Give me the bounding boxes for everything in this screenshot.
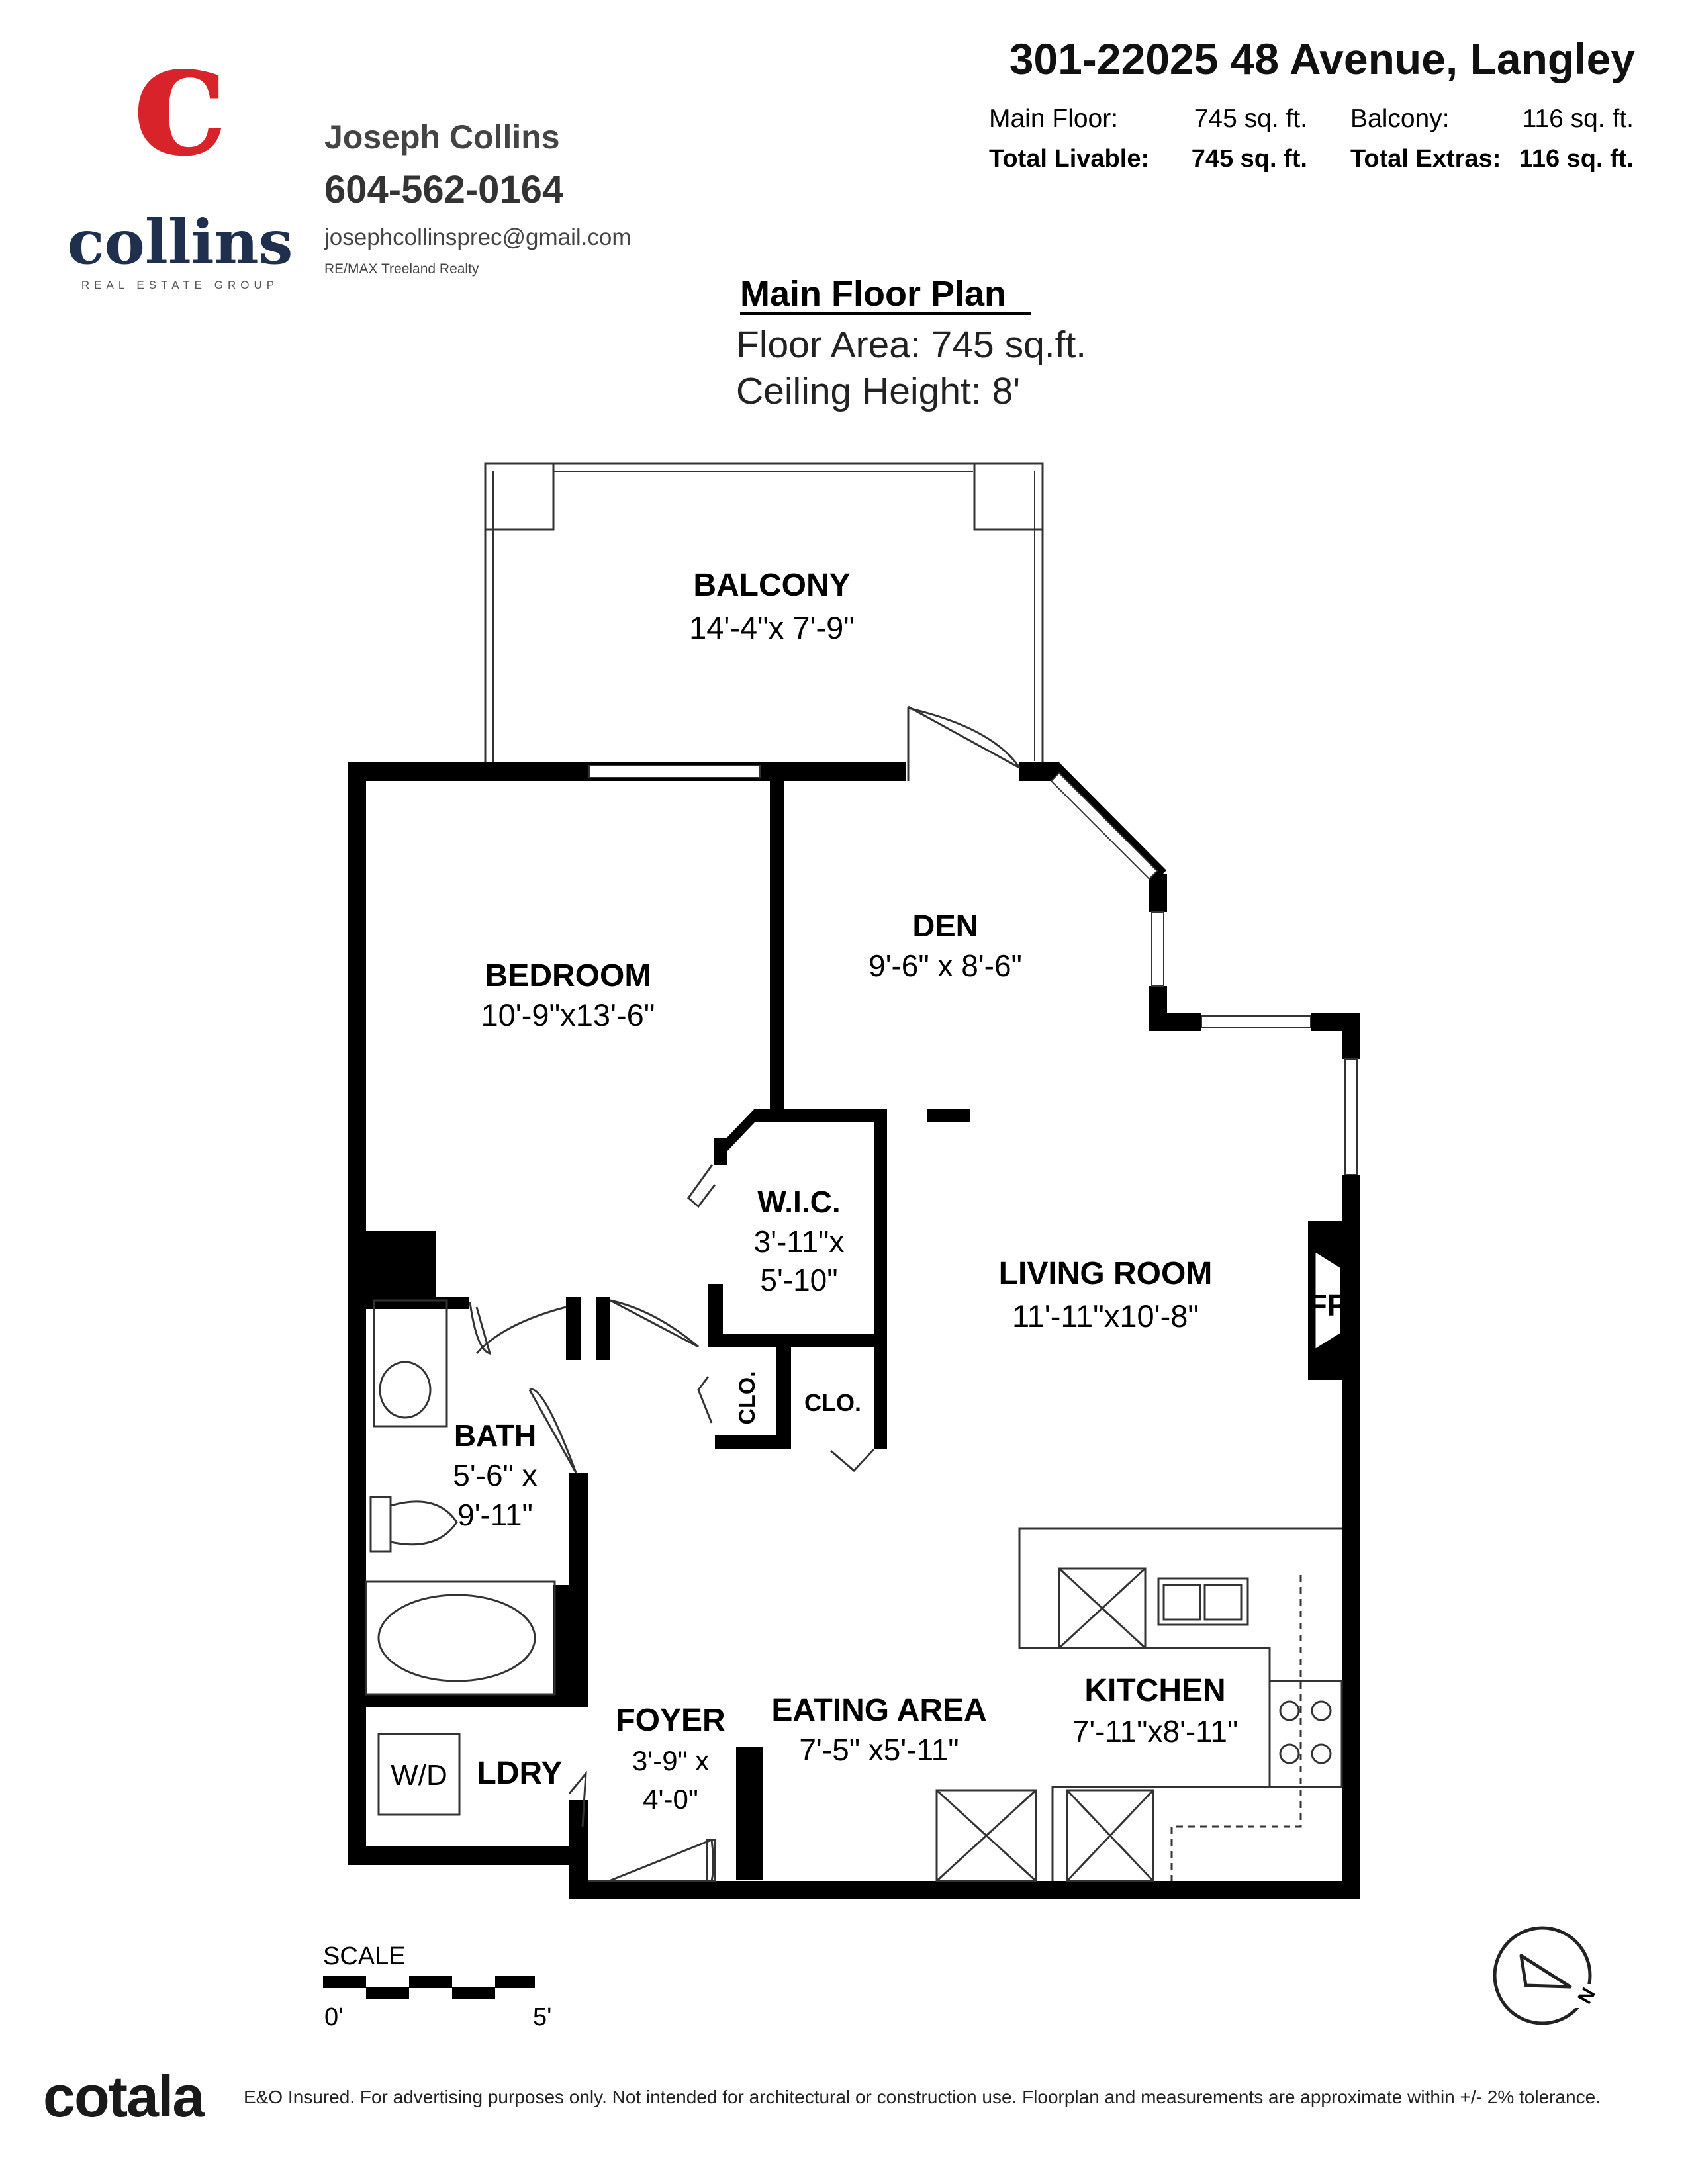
- living-room-name: LIVING ROOM: [999, 1256, 1213, 1291]
- main-floor-value: 745 sq. ft.: [1194, 105, 1307, 133]
- bath-dims-2: 9'-11": [457, 1498, 533, 1532]
- wic-dims-1: 3'-11"x: [754, 1224, 845, 1259]
- washer-dryer-label: W/D: [391, 1759, 447, 1792]
- interior-walls: [366, 778, 970, 1880]
- bedroom-name: BEDROOM: [485, 958, 651, 993]
- fridge: [1058, 1567, 1147, 1649]
- bath-dims-1: 5'-6" x: [453, 1458, 537, 1492]
- total-livable-value: 745 sq. ft.: [1192, 145, 1307, 173]
- scale-start: 0': [324, 2003, 343, 2031]
- fireplace-label: FP: [1309, 1288, 1348, 1322]
- plan-title: Main Floor Plan: [740, 274, 1006, 314]
- tub-basin: [377, 1594, 536, 1682]
- bath-fixtures: [365, 1299, 556, 1696]
- disclaimer: E&O Insured. For advertising purposes on…: [244, 2087, 1601, 2107]
- sink: [379, 1361, 432, 1419]
- exterior-walls: [348, 762, 1360, 1899]
- dishwasher: [1066, 1789, 1154, 1882]
- balcony-area-label: Balcony:: [1350, 105, 1450, 133]
- total-extras-label: Total Extras:: [1350, 145, 1501, 173]
- wic-name: W.I.C.: [757, 1185, 840, 1219]
- toilet-tank: [369, 1496, 392, 1553]
- foyer-dims-2: 4'-0": [643, 1784, 698, 1815]
- vanity: [373, 1299, 448, 1428]
- compass-ring: [1493, 1926, 1592, 2025]
- logo-tagline: REAL ESTATE GROUP: [81, 279, 279, 291]
- kitchen-fixtures: [935, 1527, 1343, 1882]
- logo-word: collins: [68, 206, 293, 278]
- windows: [588, 765, 1358, 1175]
- closet-label-2: CLO.: [804, 1389, 861, 1416]
- kitchen-name: KITCHEN: [1084, 1673, 1225, 1708]
- room-labels: BALCONY 14'-4"x 7'-9" DEN 9'-6" x 8'-6" …: [391, 568, 1347, 1815]
- floor-area: Floor Area: 745 sq.ft.: [736, 324, 1086, 366]
- agent-brokerage: RE/MAX Treeland Realty: [324, 261, 479, 277]
- toilet-bowl: [389, 1500, 458, 1546]
- scale-label: SCALE: [323, 1942, 406, 1970]
- total-extras-value: 116 sq. ft.: [1519, 145, 1634, 173]
- bath-name: BATH: [454, 1418, 536, 1453]
- doors: [469, 705, 1021, 1882]
- den-dims: 9'-6" x 8'-6": [868, 948, 1022, 983]
- floor-plan: BALCONY 14'-4"x 7'-9" DEN 9'-6" x 8'-6" …: [348, 462, 1360, 1899]
- scale-bar: SCALE 0' 5': [323, 1942, 551, 2031]
- kitchen-dims: 7'-11"x8'-11": [1072, 1714, 1239, 1749]
- bathtub: [365, 1580, 556, 1696]
- foyer-dims-1: 3'-9" x: [632, 1745, 709, 1776]
- living-room-dims: 11'-11"x10'-8": [1012, 1298, 1199, 1334]
- property-address: 301-22025 48 Avenue, Langley: [1009, 34, 1636, 83]
- agent-phone: 604-562-0164: [324, 168, 563, 211]
- cotala-logo: cotala: [43, 2064, 205, 2129]
- bedroom-dims: 10'-9"x13'-6": [481, 997, 655, 1032]
- eating-cabinet: [935, 1789, 1037, 1882]
- fireplace: [1308, 1221, 1342, 1380]
- total-livable-label: Total Livable:: [989, 145, 1149, 173]
- cooktop: [1268, 1680, 1343, 1788]
- washer-dryer: [377, 1733, 461, 1816]
- eating-area-name: EATING AREA: [771, 1693, 986, 1728]
- balcony-dims: 14'-4"x 7'-9": [689, 610, 855, 645]
- scale-end: 5': [533, 2003, 551, 2031]
- foyer-name: FOYER: [616, 1703, 725, 1738]
- balcony-outline: [484, 462, 1044, 762]
- agent-name: Joseph Collins: [324, 118, 560, 156]
- main-floor-label: Main Floor:: [989, 105, 1118, 133]
- double-sink: [1157, 1577, 1249, 1626]
- logo-letter: c: [132, 5, 228, 191]
- eating-area-dims: 7'-5" x5'-11": [799, 1733, 959, 1767]
- closet-label-1: CLO.: [735, 1371, 760, 1424]
- balcony-area-value: 116 sq. ft.: [1523, 105, 1634, 133]
- ceiling-height: Ceiling Height: 8': [736, 370, 1020, 412]
- wic-dims-2: 5'-10": [760, 1263, 837, 1297]
- agent-email: josephcollinsprec@gmail.com: [324, 224, 632, 250]
- compass: N: [1493, 1926, 1600, 2025]
- north-arrow-icon: [1519, 1954, 1572, 1989]
- brand-logo: c collins REAL ESTATE GROUP: [68, 5, 293, 291]
- laundry-name: LDRY: [477, 1756, 563, 1791]
- den-name: DEN: [912, 908, 978, 943]
- balcony-name: BALCONY: [693, 568, 850, 603]
